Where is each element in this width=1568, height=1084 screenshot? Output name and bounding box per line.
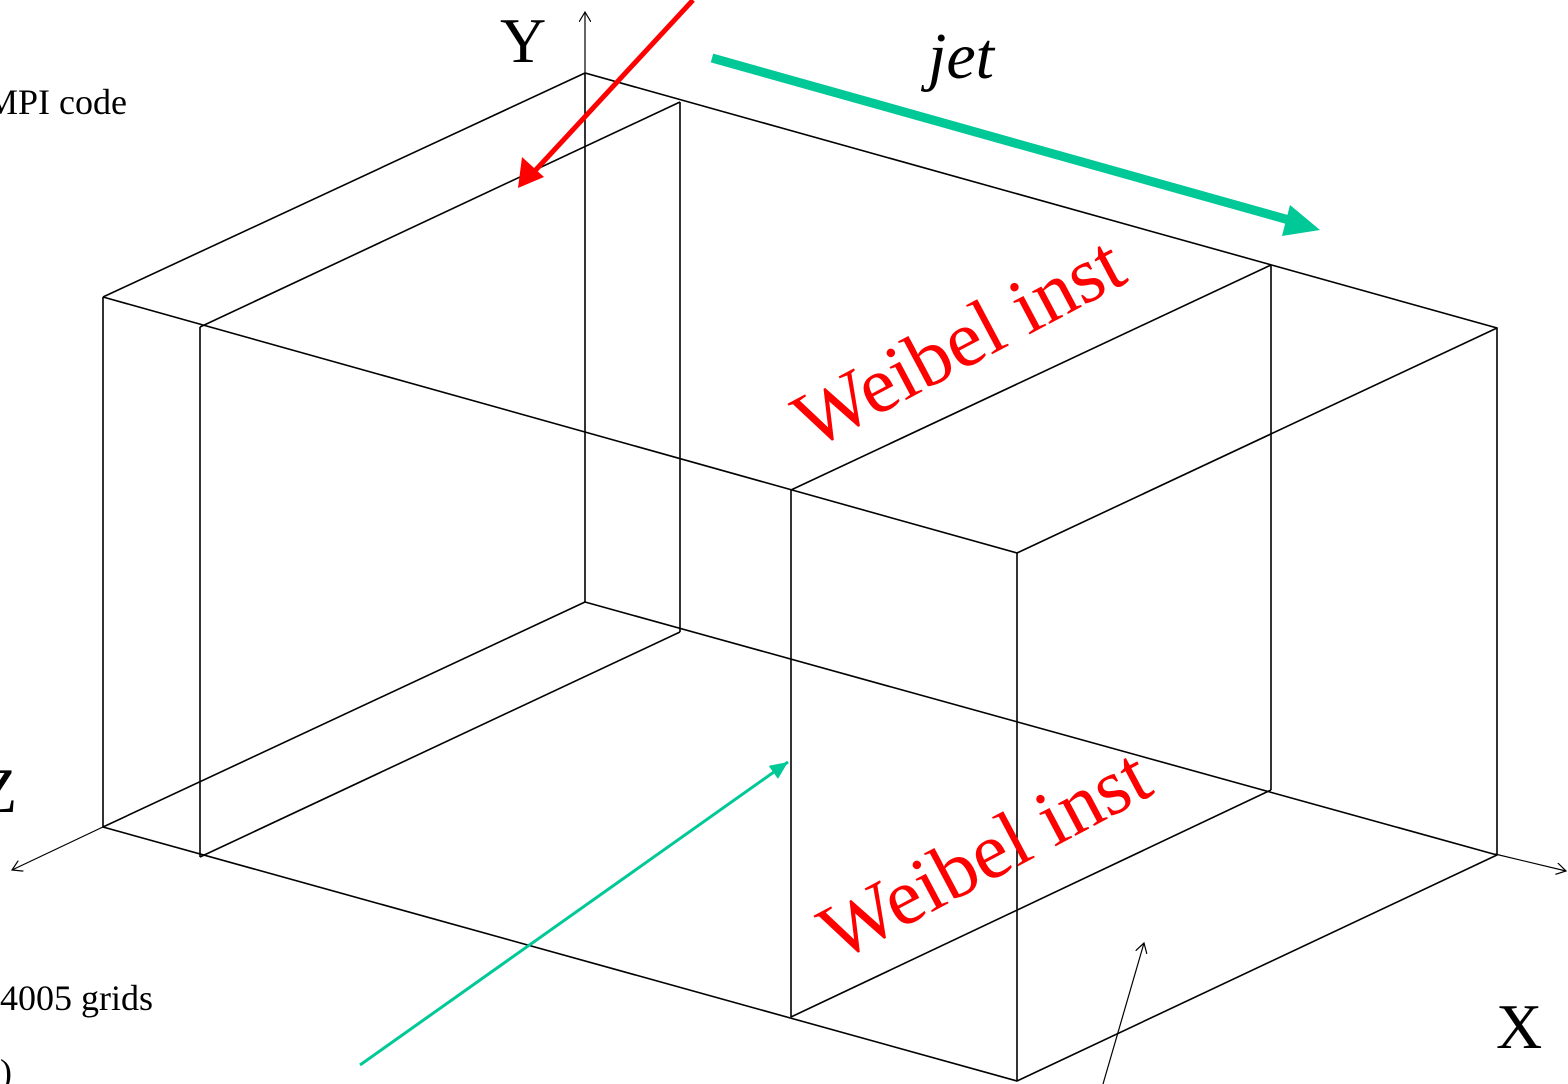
inner-panel-right [790, 264, 1272, 1018]
inner-panel-left [199, 101, 681, 858]
red-arrow [518, 0, 695, 188]
z-axis-arrow [12, 825, 106, 870]
jet-label: jet [920, 20, 996, 93]
x-axis-label: X [1496, 991, 1542, 1062]
mpi-code-text: MPI code [0, 82, 127, 122]
grids-text: 4005 grids [0, 978, 153, 1018]
jet-arrow [710, 53, 1320, 236]
teal-pointer-arrow [359, 760, 789, 1067]
weibel-label-lower: Weibel inst [805, 731, 1164, 978]
x-axis-arrow [1494, 853, 1566, 871]
pointer-arrow [1102, 943, 1144, 1084]
weibel-label-upper: Weibel inst [779, 219, 1138, 466]
y-axis-label: Y [500, 5, 546, 76]
z-axis-label: Z [0, 755, 17, 826]
cropped-paren-text: ) [0, 1052, 12, 1084]
